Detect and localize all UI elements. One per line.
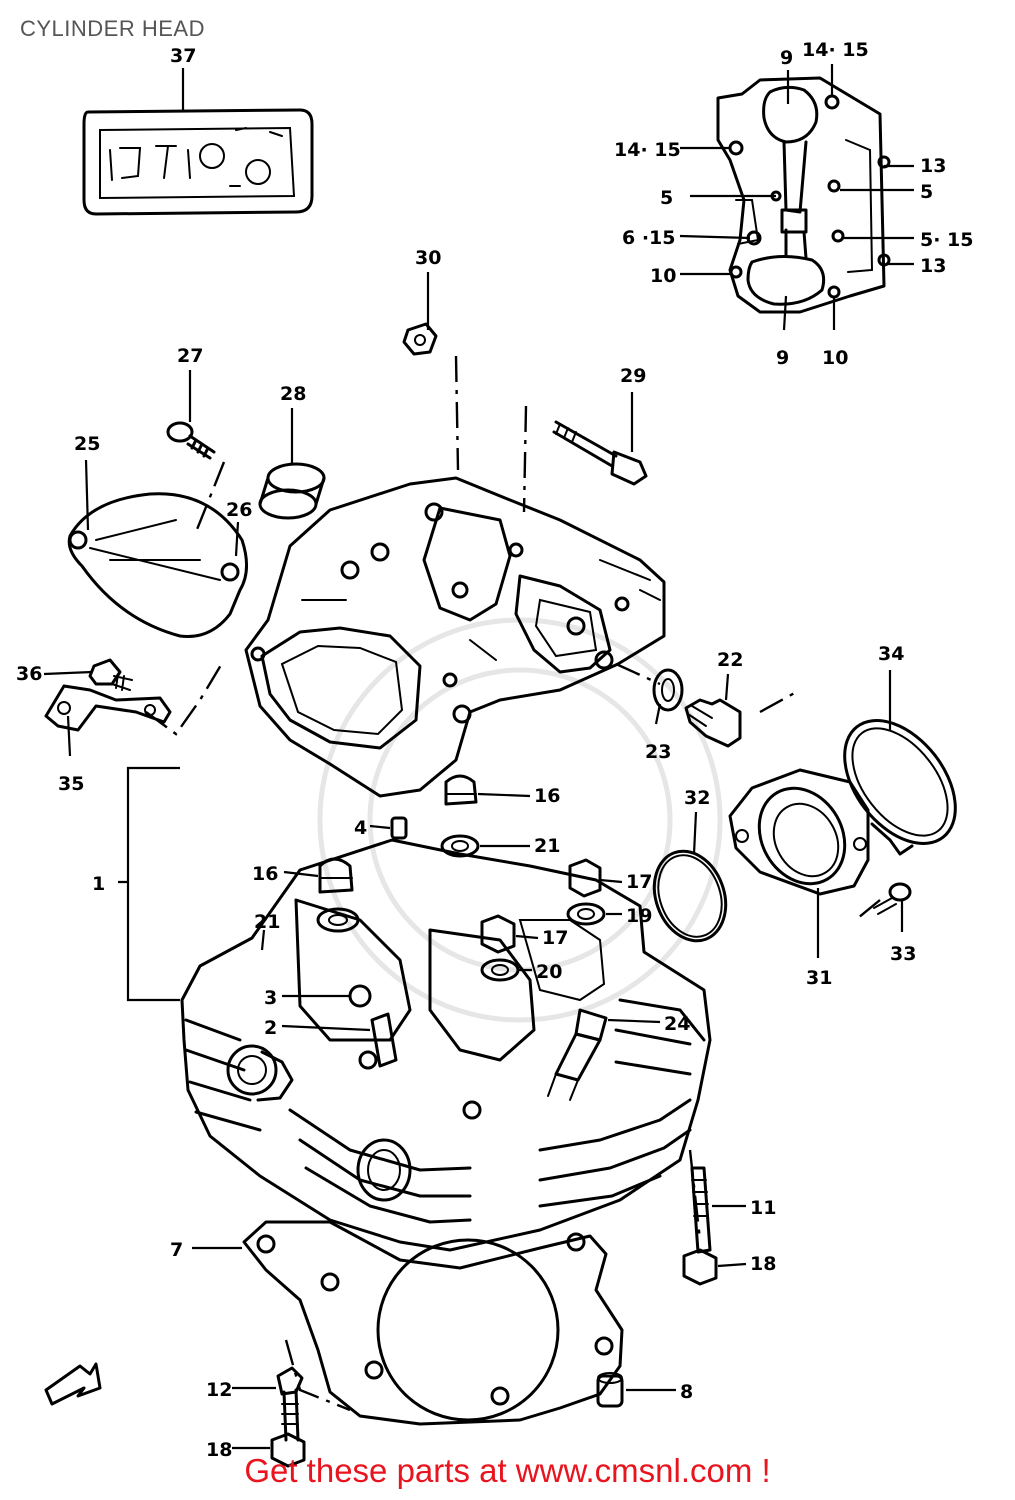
callout-31: 31 [806,967,832,989]
callout-32: 32 [684,787,710,809]
part-2-pin [370,1012,398,1068]
part-26-dash-line [194,461,226,533]
part-24-spark-plug [547,1008,608,1101]
callout-labels: 37 30 27 28 29 25 26 36 35 22 23 34 32 3… [16,39,974,1461]
part-19-washer [566,902,606,926]
inset-callout-5-right: 5 [920,181,933,203]
part-7-head-gasket [242,1220,624,1426]
callout-34: 34 [878,643,904,665]
callout-7: 7 [170,1239,183,1261]
callout-11: 11 [750,1197,776,1219]
part-33-screw [873,882,912,915]
callout-33: 33 [890,943,916,965]
inset-callout-14-15-top: 14· 15 [802,39,869,61]
callout-25: 25 [74,433,100,455]
part-35-bracket [44,684,172,732]
callout-3: 3 [264,987,277,1009]
inset-callout-9-bottom: 9 [776,347,789,369]
part-31-dash-line [759,688,801,714]
part-17-nut-center [480,914,516,954]
watermark-logo [317,617,723,1023]
inset-callout-5-left: 5 [660,187,673,209]
leader-lines [43,64,914,1450]
part-11-stud [690,1166,712,1254]
part-28-seal [258,462,326,520]
part-30-dash-line [454,355,460,471]
part-29-dash-line [522,405,528,513]
inset-callout-6-15: 6 ·15 [622,227,676,249]
part-16-cap-nut-left [318,857,354,894]
inset-callout-13-top: 13 [920,155,946,177]
part-12-dash-line [284,1339,351,1412]
callout-24: 24 [664,1013,690,1035]
footer-link-text[interactable]: Get these parts at www.cmsnl.com ! [244,1452,771,1489]
part-30-nut [402,322,438,356]
part-22-dash-line [615,662,661,686]
callout-16-top: 16 [534,785,560,807]
inset-callout-14-15-left: 14· 15 [614,139,681,161]
callout-8: 8 [680,1381,693,1403]
callout-21-top: 21 [534,835,560,857]
callout-20: 20 [536,961,562,983]
callout-22: 22 [717,649,743,671]
callout-4: 4 [354,817,367,839]
part-8-dowel [596,1372,624,1408]
part-21-washer-left [316,907,360,933]
inset-callout-13-bottom: 13 [920,255,946,277]
part-1-cylinder-head [180,838,712,1252]
callout-36: 36 [16,663,42,685]
part-37-label-plate [82,108,314,216]
inset-callout-5-15: 5· 15 [920,229,974,251]
part-21-washer-top [440,834,480,858]
part-17-nut-right [568,858,602,898]
inset-callout-10-left: 10 [650,265,676,287]
forward-arrow-icon [44,1362,102,1406]
part-18-nut-bottom [270,1432,306,1468]
callout-18-right: 18 [750,1253,776,1275]
inset-callout-10-bottom: 10 [822,347,848,369]
callout-19: 19 [626,905,652,927]
part-22-plug [684,698,742,748]
part-29-bolt [552,420,648,486]
part-32-o-ring [652,849,728,943]
part-23-washer [652,668,684,712]
part-33-dash-line [857,899,881,919]
part-36-dash-line [145,659,226,736]
part-25-cover [67,492,248,639]
callout-17-right: 17 [626,871,652,893]
callout-18-bottom: 18 [206,1439,232,1461]
part-11-dash-line [688,1149,702,1241]
callout-23: 23 [645,741,671,763]
callout-2: 2 [264,1017,277,1039]
callout-29: 29 [620,365,646,387]
part-27-bolt [166,421,216,460]
inset-callout-9-top: 9 [780,47,793,69]
part-34-clamp [843,719,957,856]
part-3-clip [348,984,372,1008]
callout-1: 1 [92,873,105,895]
inset-cylinder-head-top-view [716,76,891,314]
callout-37: 37 [170,45,196,67]
part-18-nut-right [682,1248,718,1286]
page-title: CYLINDER HEAD [20,16,205,41]
callout-35: 35 [58,773,84,795]
callout-27: 27 [177,345,203,367]
callout-16-left: 16 [252,863,278,885]
callout-21-left: 21 [254,911,280,933]
part-upper-head-cover [244,476,666,798]
part-16-cap-nut-top [444,774,478,806]
callout-30: 30 [415,247,441,269]
part-36-screw [88,658,133,691]
part-1-bracket [118,766,180,1002]
callout-12: 12 [206,1379,232,1401]
callout-28: 28 [280,383,306,405]
callout-17-center: 17 [542,927,568,949]
part-4-dowel [390,816,408,840]
callout-26: 26 [226,499,252,521]
part-31-intake-pipe [728,768,870,896]
part-12-bolt [276,1366,304,1442]
